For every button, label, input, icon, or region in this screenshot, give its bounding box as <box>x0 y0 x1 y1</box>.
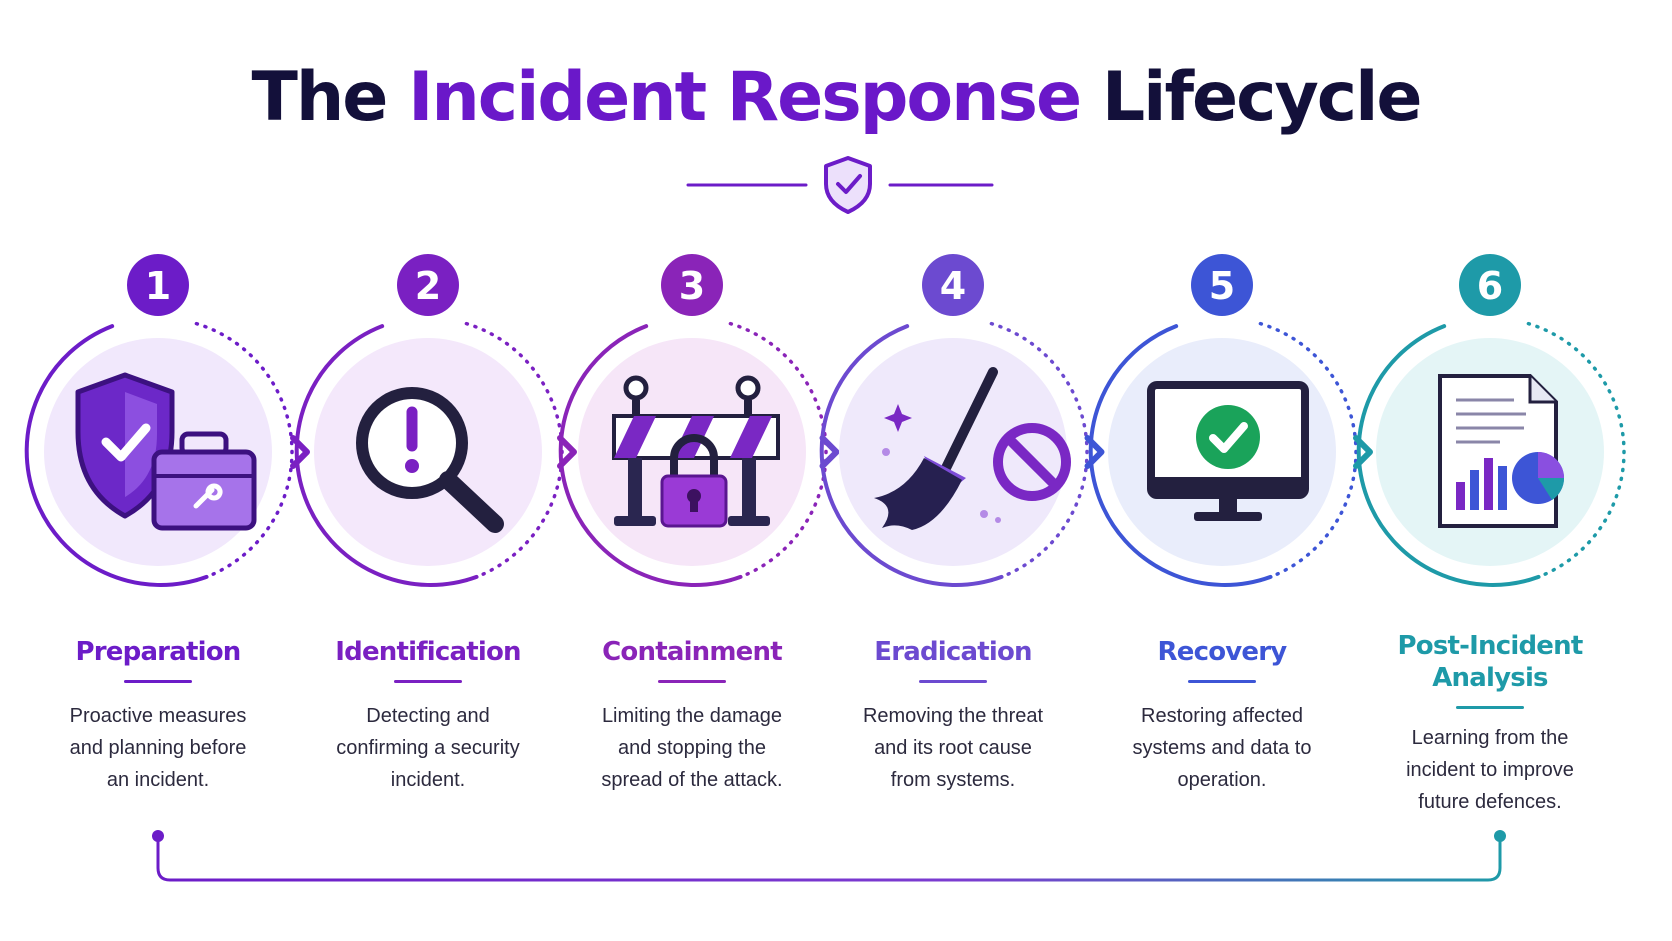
step-4-dotted-arc <box>989 321 1089 583</box>
step-6-title: Post-Incident Analysis <box>1397 631 1584 693</box>
step-6-number: 6 <box>1477 264 1503 308</box>
shield-check-icon <box>824 156 872 214</box>
barrier-lock-icon <box>612 375 780 528</box>
chevron-right-icon <box>819 435 840 469</box>
step-1-dotted-arc <box>194 321 294 583</box>
report-chart-icon <box>1438 374 1565 528</box>
step-1-solid-arc <box>24 324 209 587</box>
monitor-check-icon <box>1147 381 1309 521</box>
shield-toolbox-icon <box>75 372 257 531</box>
step-3-description: Limiting the damage and stopping the spr… <box>601 705 783 791</box>
step-1-underline <box>124 680 192 683</box>
step-2-solid-arc <box>294 324 479 587</box>
step-4-solid-arc <box>819 324 1004 588</box>
title-part-3: Lifecycle <box>1101 58 1423 137</box>
title-part-2: Incident Response <box>408 58 1082 137</box>
step-6-underline <box>1456 706 1524 709</box>
step-2-number-badge: 2 <box>397 254 459 316</box>
step-5-title: Recovery <box>1157 637 1288 667</box>
step-3-number: 3 <box>679 264 705 308</box>
step-3-number-badge: 3 <box>661 254 723 316</box>
step-6-description: Learning from the incident to improve fu… <box>1406 727 1574 813</box>
step-3-dotted-arc <box>728 321 828 583</box>
step-4-description: Removing the threat and its root cause f… <box>862 705 1044 791</box>
step-1-number-badge: 1 <box>127 254 189 316</box>
step-5-underline <box>1188 680 1256 683</box>
step-5-number: 5 <box>1209 264 1235 308</box>
step-5-dotted-arc <box>1258 321 1358 583</box>
magnifier-alert-icon <box>356 387 504 533</box>
step-1-number: 1 <box>145 264 171 308</box>
step-6-number-badge: 6 <box>1459 254 1521 316</box>
step-2-underline <box>394 680 462 683</box>
page-title: The Incident Response Lifecycle <box>0 58 1672 137</box>
header-divider <box>686 156 994 214</box>
step-1-description: Proactive measures and planning before a… <box>69 705 247 791</box>
broom-prohibited-icon <box>874 367 1071 530</box>
step-5-solid-arc <box>1088 324 1273 588</box>
step-4-underline <box>919 680 987 683</box>
cycle-return-loop <box>152 830 1506 882</box>
step-2-number: 2 <box>415 264 441 308</box>
step-4-node: 4 <box>819 254 1089 588</box>
step-4-number: 4 <box>940 264 966 308</box>
chevron-right-icon <box>557 435 577 469</box>
step-6-dotted-arc <box>1526 321 1626 583</box>
step-4-title: Eradication <box>874 637 1032 667</box>
step-3-solid-arc <box>558 324 743 587</box>
step-3-underline <box>658 680 726 683</box>
step-3-title: Containment <box>602 637 783 667</box>
step-5-description: Restoring affected systems and data to o… <box>1132 705 1312 791</box>
step-2-title: Identification <box>335 637 521 667</box>
step-6-solid-arc <box>1356 324 1541 588</box>
step-4-number-badge: 4 <box>922 254 984 316</box>
step-1-title: Preparation <box>75 637 242 667</box>
title-part-1: The <box>251 58 388 137</box>
step-2-description: Detecting and confirming a security inci… <box>336 705 520 791</box>
step-5-number-badge: 5 <box>1191 254 1253 316</box>
